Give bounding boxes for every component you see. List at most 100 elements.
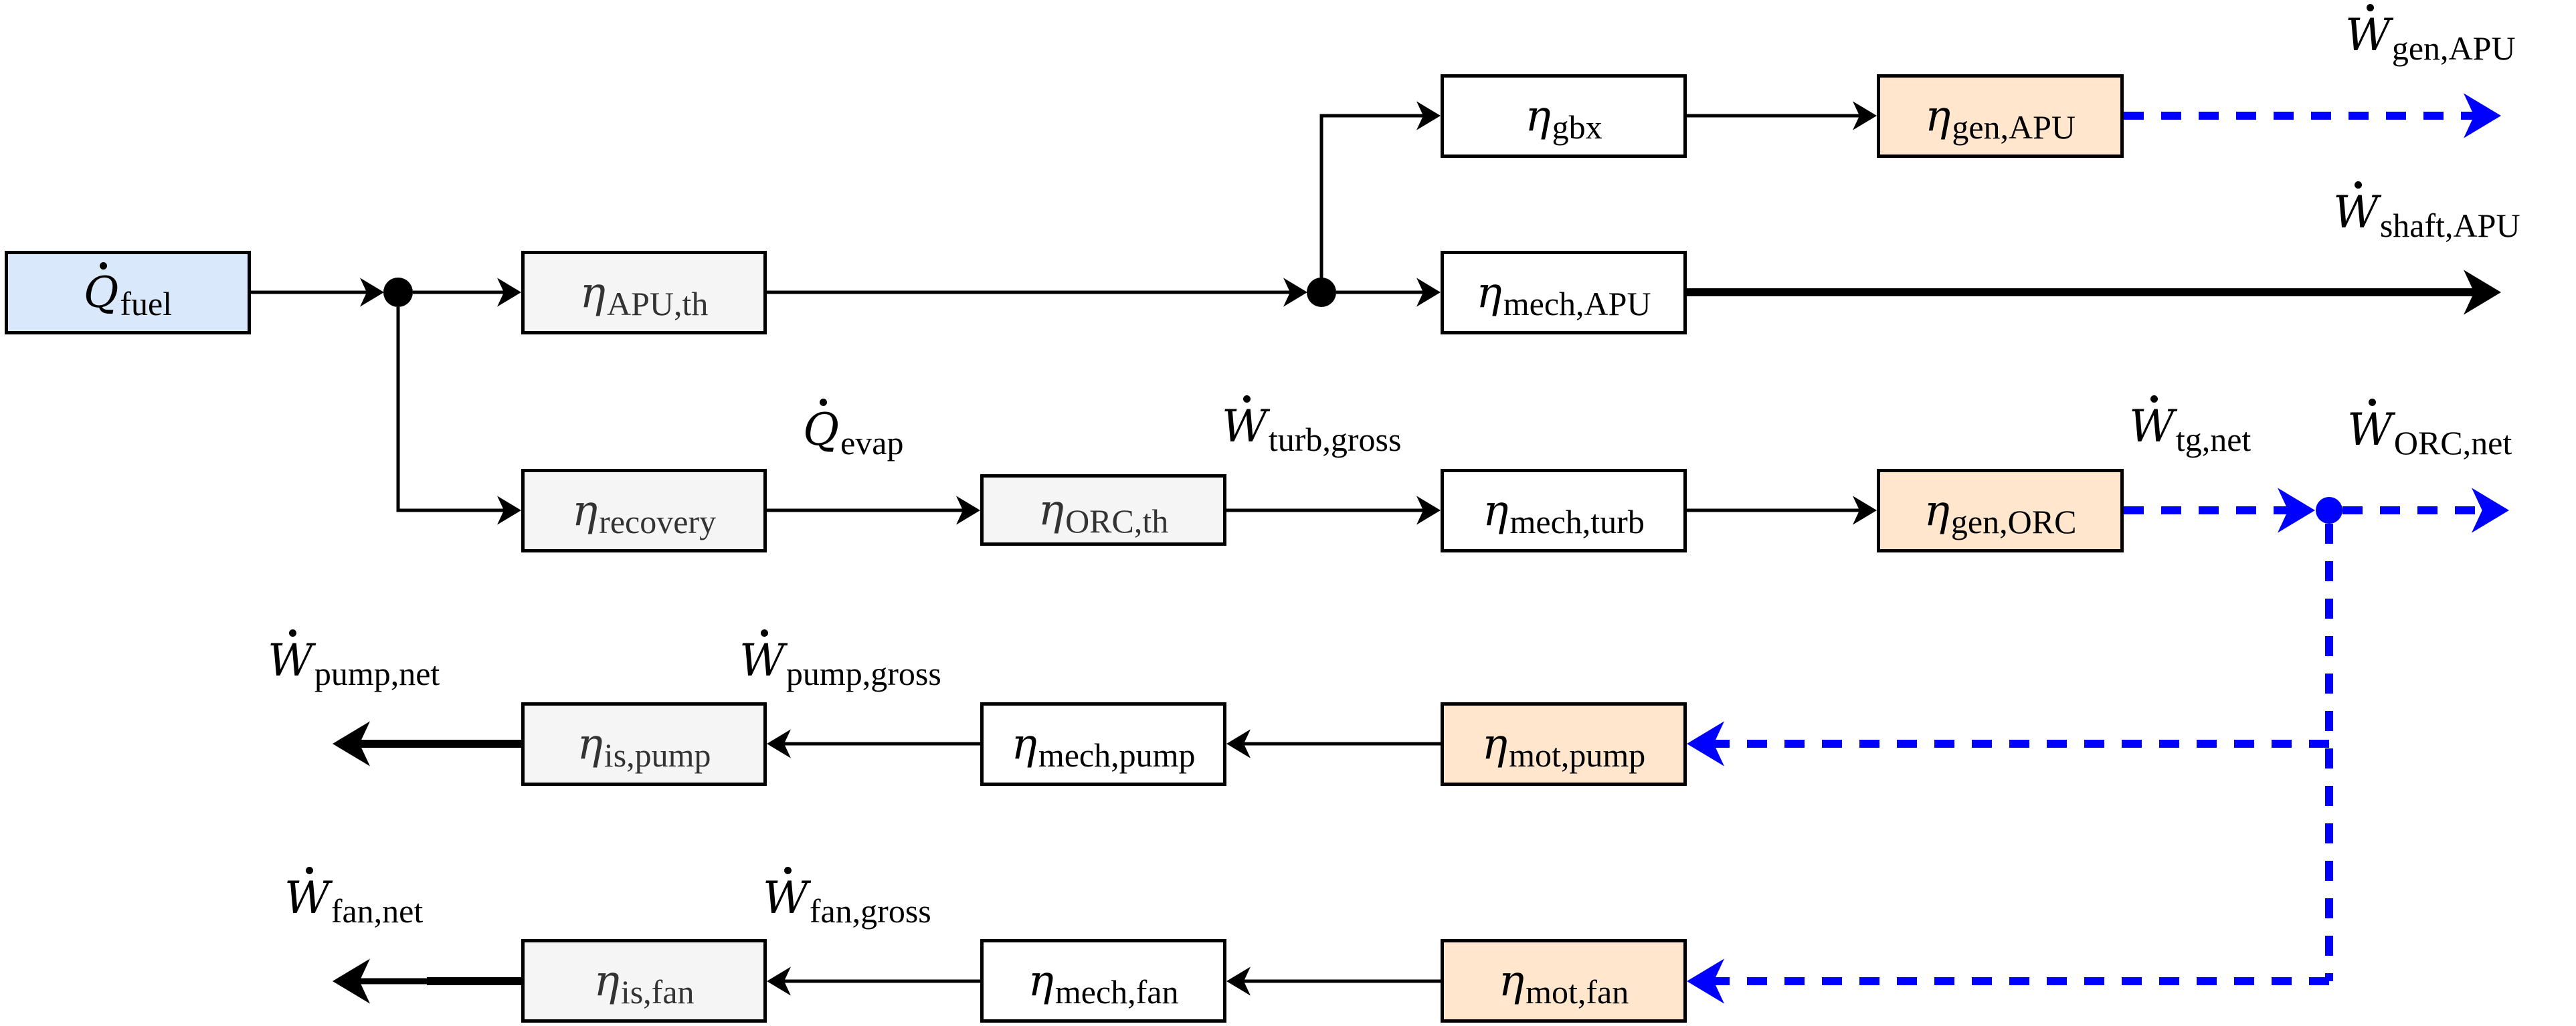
symbol-w-dot: W [739, 629, 785, 686]
symbol-w-dot: W [1222, 395, 1267, 452]
symbol-q-dot: Q [803, 399, 840, 455]
arrowhead-w-tg-net [2278, 488, 2315, 533]
arrowhead-orc-th [956, 496, 980, 525]
subscript: ORC,net [2393, 424, 2512, 461]
arrowhead-fuel-junction [360, 278, 384, 307]
subscript: gen,ORC [1950, 502, 2077, 540]
subscript: pump,gross [786, 655, 941, 692]
arrowhead-mech-pump [1226, 729, 1251, 758]
subscript: is,pump [604, 736, 711, 774]
symbol-q-dot: Q [83, 262, 119, 318]
symbol-w-dot: W [2129, 395, 2175, 452]
arrowhead-w-shaft-apu [2464, 270, 2501, 315]
arrowhead-is-fan [767, 966, 791, 996]
symbol-eta: η [1525, 91, 1551, 141]
subscript: gbx [1552, 108, 1602, 146]
arrowhead-recovery [497, 496, 521, 525]
symbol-w-dot: W [284, 867, 330, 924]
arrowhead-gen-apu [1853, 101, 1877, 130]
arrowhead-w-fan-net [333, 958, 370, 1004]
connector-junction-to-recovery [396, 307, 509, 512]
arrowhead-w-gen-apu [2464, 93, 2501, 138]
symbol-eta: η [1924, 486, 1950, 536]
subscript: turb,gross [1268, 421, 1402, 458]
symbol-w-dot: W [268, 629, 313, 686]
symbol-eta: η [577, 719, 603, 769]
symbol-eta: η [1038, 485, 1065, 535]
arrowhead-mech-fan [1226, 966, 1251, 996]
subscript: mech,APU [1503, 284, 1651, 322]
arrowhead-apu-junction [1283, 278, 1307, 307]
subscript: shaft,APU [2379, 207, 2520, 244]
subscript: recovery [599, 502, 717, 540]
symbol-eta: η [1476, 268, 1502, 318]
arrowhead-w-orc-net [2472, 488, 2509, 533]
symbol-eta: η [1483, 486, 1509, 536]
symbol-eta: η [579, 268, 606, 318]
symbol-eta: η [1498, 956, 1525, 1006]
junction-fuel-split [383, 278, 413, 307]
subscript: tg,net [2175, 421, 2251, 458]
symbol-eta: η [1028, 956, 1054, 1006]
connectors [251, 93, 2509, 1004]
subscript: pump,net [314, 655, 440, 692]
subscript: mot,fan [1526, 972, 1629, 1011]
subscript: APU,th [606, 284, 709, 322]
symbol-w-dot: W [2333, 181, 2379, 238]
subscript: gen,APU [1952, 108, 2076, 146]
symbol-eta: η [1481, 719, 1508, 769]
symbol-eta: η [1924, 91, 1951, 141]
arrowhead-w-pump-net [333, 721, 370, 766]
arrowhead-gen-orc [1853, 496, 1877, 525]
symbol-w-dot: W [2345, 4, 2391, 61]
arrowhead-mech-turb [1416, 496, 1441, 525]
symbol-w-dot: W [763, 867, 808, 924]
arrowhead-is-pump [767, 729, 791, 758]
arrowhead-apu-th [497, 278, 521, 307]
arrowhead-mot-pump [1687, 721, 1724, 766]
symbol-w-dot: W [2347, 399, 2393, 455]
arrowhead-mot-fan [1687, 958, 1724, 1004]
subscript: is,fan [620, 972, 695, 1011]
symbol-eta: η [1011, 719, 1037, 769]
symbol-eta: η [593, 956, 620, 1006]
subscript: mech,pump [1038, 736, 1196, 774]
subscript: mech,fan [1054, 972, 1179, 1011]
arrowhead-mech-apu [1416, 278, 1441, 307]
subscript: mech,turb [1509, 502, 1645, 540]
subscript: fan,net [331, 892, 424, 930]
arrowhead-gbx [1416, 101, 1441, 130]
junction-orc-net-split [2316, 497, 2342, 524]
symbol-eta: η [571, 486, 598, 536]
connector-junction-to-gbx [1319, 114, 1428, 292]
subscript: fan,gross [809, 892, 931, 930]
subscript: fuel [120, 284, 173, 322]
subscript: gen,APU [2391, 29, 2516, 67]
